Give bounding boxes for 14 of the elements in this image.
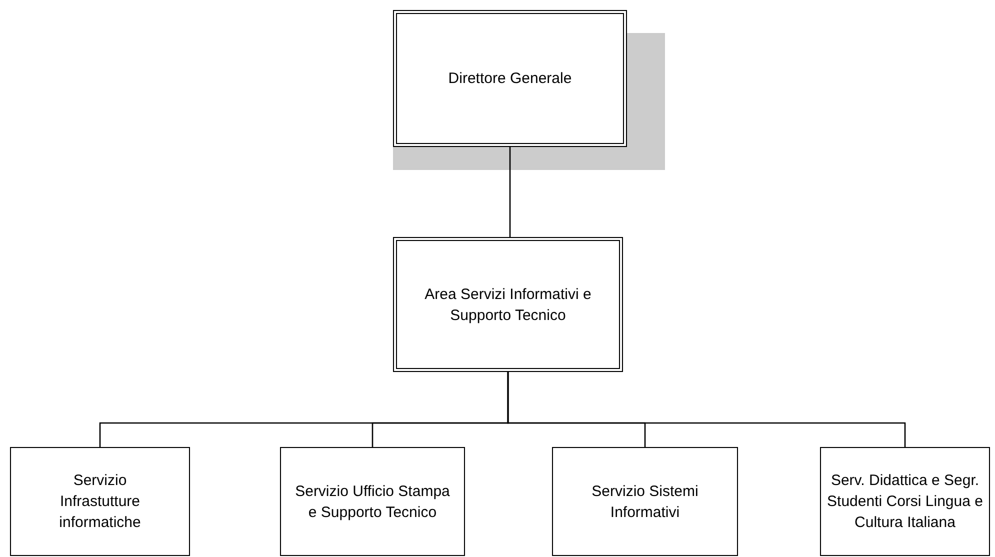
- org-box: [393, 10, 627, 147]
- org-box: [552, 447, 738, 556]
- org-box: [280, 447, 465, 556]
- org-box: [10, 447, 190, 556]
- connector-line: [509, 147, 511, 237]
- box-label: Serv. Didattica e Segr. Studenti Corsi Lingua e Cultura Italiana: [826, 471, 984, 533]
- box-label: Servizio Ufficio Stampa e Supporto Tecnico: [294, 482, 451, 522]
- org-box: [393, 237, 623, 372]
- box-label: Servizio Sistemi Informativi: [590, 482, 700, 522]
- box-label: Servizio Infrastutture informatiche: [58, 471, 142, 533]
- org-box: [820, 447, 990, 556]
- connector-line: [507, 372, 906, 447]
- box-label: Area Servizi Informativi e Supporto Tecnico: [424, 284, 592, 326]
- box-label: Direttore Generale: [448, 69, 572, 89]
